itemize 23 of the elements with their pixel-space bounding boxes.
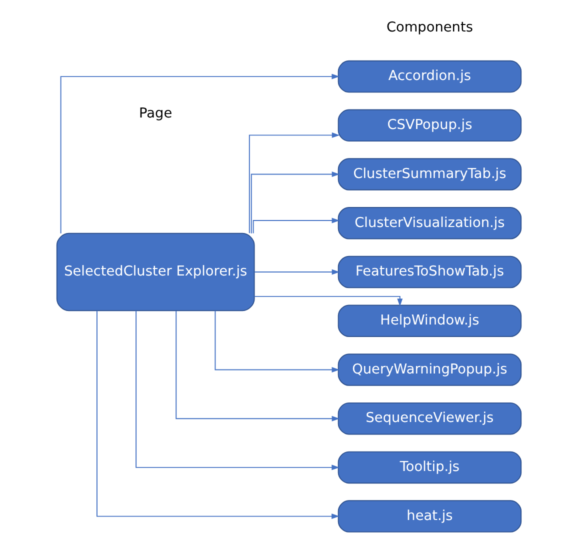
node-box: SequenceViewer.js bbox=[338, 402, 522, 435]
label: Page bbox=[139, 105, 172, 122]
arrow bbox=[252, 218, 340, 234]
node-box: QueryWarningPopup.js bbox=[338, 354, 522, 386]
arrow bbox=[60, 74, 340, 234]
node-box: CSVPopup.js bbox=[338, 109, 522, 142]
node-box: SelectedCluster Explorer.js bbox=[56, 232, 255, 312]
node-box: heat.js bbox=[338, 500, 522, 532]
arrow bbox=[250, 172, 340, 234]
arrow bbox=[136, 310, 340, 470]
node-box: HelpWindow.js bbox=[338, 304, 522, 337]
node-box: Accordion.js bbox=[338, 60, 522, 93]
node-box: FeaturesToShowTab.js bbox=[338, 256, 522, 288]
arrow bbox=[254, 296, 403, 306]
node-box: ClusterSummaryTab.js bbox=[338, 158, 522, 190]
node-box: Tooltip.js bbox=[338, 451, 522, 484]
arrow bbox=[248, 132, 340, 234]
arrow bbox=[176, 310, 340, 422]
node-box: ClusterVisualization.js bbox=[338, 207, 522, 240]
label: Components bbox=[386, 19, 473, 36]
arrow bbox=[214, 310, 340, 372]
arrow bbox=[96, 310, 340, 520]
arrow bbox=[254, 269, 340, 275]
